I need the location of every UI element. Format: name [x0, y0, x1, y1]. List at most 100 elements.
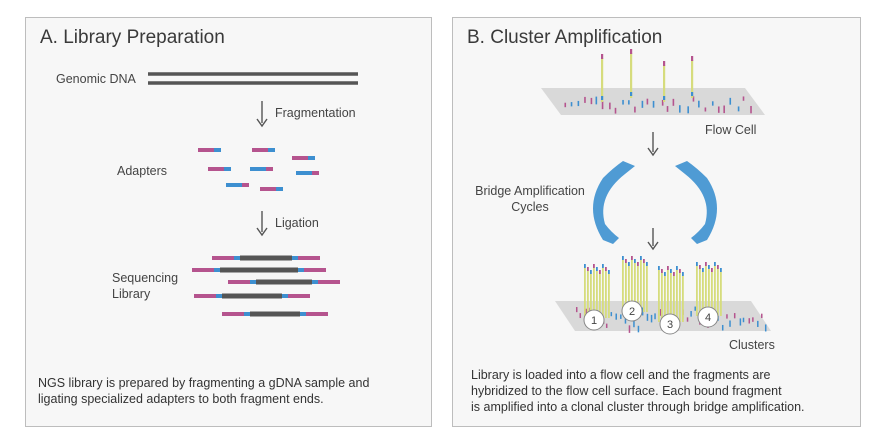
cluster-number: 2	[628, 306, 636, 318]
probe	[579, 313, 582, 319]
cluster-amplification-panel: B. Cluster Amplification Flow Cell Bridg…	[452, 17, 861, 427]
cluster-badge	[621, 300, 643, 322]
bound-fragment	[601, 54, 604, 102]
probe	[752, 317, 754, 322]
cluster-number: 4	[704, 312, 712, 324]
probe	[637, 325, 640, 333]
probe	[584, 96, 586, 103]
cluster-badge	[659, 313, 681, 335]
bridge-amplification-label: Bridge Amplification Cycles	[475, 184, 585, 214]
probe	[577, 100, 580, 107]
probe	[733, 313, 736, 319]
probe	[575, 307, 578, 313]
probe	[609, 102, 611, 110]
down-arrow-icon	[647, 228, 659, 251]
probe	[628, 325, 631, 333]
panel-title: A. Library Preparation	[40, 27, 225, 48]
probe	[628, 100, 630, 105]
probe	[650, 314, 653, 323]
clusters-label: Clusters	[729, 338, 775, 352]
adapter	[296, 171, 319, 175]
library-fragment	[194, 293, 310, 299]
probe	[614, 107, 617, 114]
bridge-cycle-arrow-icon	[593, 161, 717, 244]
library-fragment	[212, 255, 320, 261]
probe	[641, 307, 644, 316]
probe	[729, 97, 732, 105]
probe	[694, 306, 696, 311]
probe	[723, 105, 725, 114]
down-arrow-icon	[256, 101, 268, 128]
probe	[748, 318, 751, 324]
probe	[620, 314, 622, 319]
probe	[679, 105, 681, 113]
cluster	[696, 262, 722, 328]
probe	[646, 313, 649, 321]
library-fragment	[222, 311, 328, 317]
adapter	[198, 148, 221, 152]
genomic-dna-label: Genomic DNA	[56, 72, 136, 86]
probe	[615, 313, 617, 320]
library-preparation-panel: A. Library Preparation Genomic DNA Fragm…	[25, 17, 432, 427]
clusters	[583, 256, 722, 335]
probe	[624, 315, 627, 324]
library-fragment	[228, 279, 340, 285]
probe	[595, 96, 598, 105]
probe	[750, 105, 752, 114]
probe	[646, 98, 649, 105]
adapter	[252, 148, 275, 152]
probe	[654, 313, 656, 320]
probe	[622, 99, 624, 105]
probe	[739, 318, 742, 326]
cluster	[658, 266, 684, 335]
cluster-badge	[697, 306, 719, 328]
probe	[698, 100, 700, 108]
probe	[686, 317, 689, 322]
probe	[687, 106, 689, 114]
probe	[634, 106, 636, 113]
adapter	[260, 187, 283, 191]
cluster-number: 3	[666, 319, 674, 331]
library-preparation-diagram	[148, 72, 358, 317]
flow-cell-probes	[564, 96, 752, 114]
probe	[690, 311, 692, 317]
probe	[610, 312, 613, 317]
cluster-amplification-caption: Library is loaded into a flow cell and t…	[471, 368, 805, 414]
probe	[570, 102, 573, 107]
probe	[729, 320, 731, 327]
bound-fragment	[691, 56, 694, 98]
probe	[564, 102, 567, 108]
adapter-fragments	[198, 148, 319, 191]
probe	[605, 323, 608, 328]
cluster	[583, 264, 610, 331]
probe	[641, 100, 644, 108]
probe	[711, 101, 714, 106]
probe	[757, 320, 759, 327]
down-arrow-icon	[647, 132, 659, 157]
bound-fragments	[601, 49, 694, 102]
sequencing-library-label: Sequencing Library	[112, 271, 179, 301]
probe	[737, 106, 740, 112]
probe	[659, 309, 662, 316]
cluster-amplification-diagram	[541, 49, 771, 335]
probe	[761, 313, 763, 319]
probe	[590, 97, 593, 105]
probe	[742, 317, 745, 323]
down-arrow-icon	[256, 211, 268, 237]
library-prep-caption: NGS library is prepared by fragmenting a…	[38, 376, 370, 406]
adapter	[250, 167, 273, 171]
panel-title: B. Cluster Amplification	[467, 27, 663, 48]
adapter	[208, 167, 231, 171]
adapter	[226, 183, 249, 187]
library-fragment	[192, 267, 326, 273]
probe	[742, 96, 745, 101]
probe	[672, 98, 675, 106]
cluster	[621, 256, 648, 322]
bound-fragment	[630, 49, 633, 98]
cluster-badge	[583, 309, 605, 331]
probe	[704, 107, 707, 112]
probe	[652, 100, 655, 108]
bound-fragment	[663, 61, 666, 102]
flow-cell-label: Flow Cell	[705, 123, 757, 137]
probe	[717, 106, 720, 113]
